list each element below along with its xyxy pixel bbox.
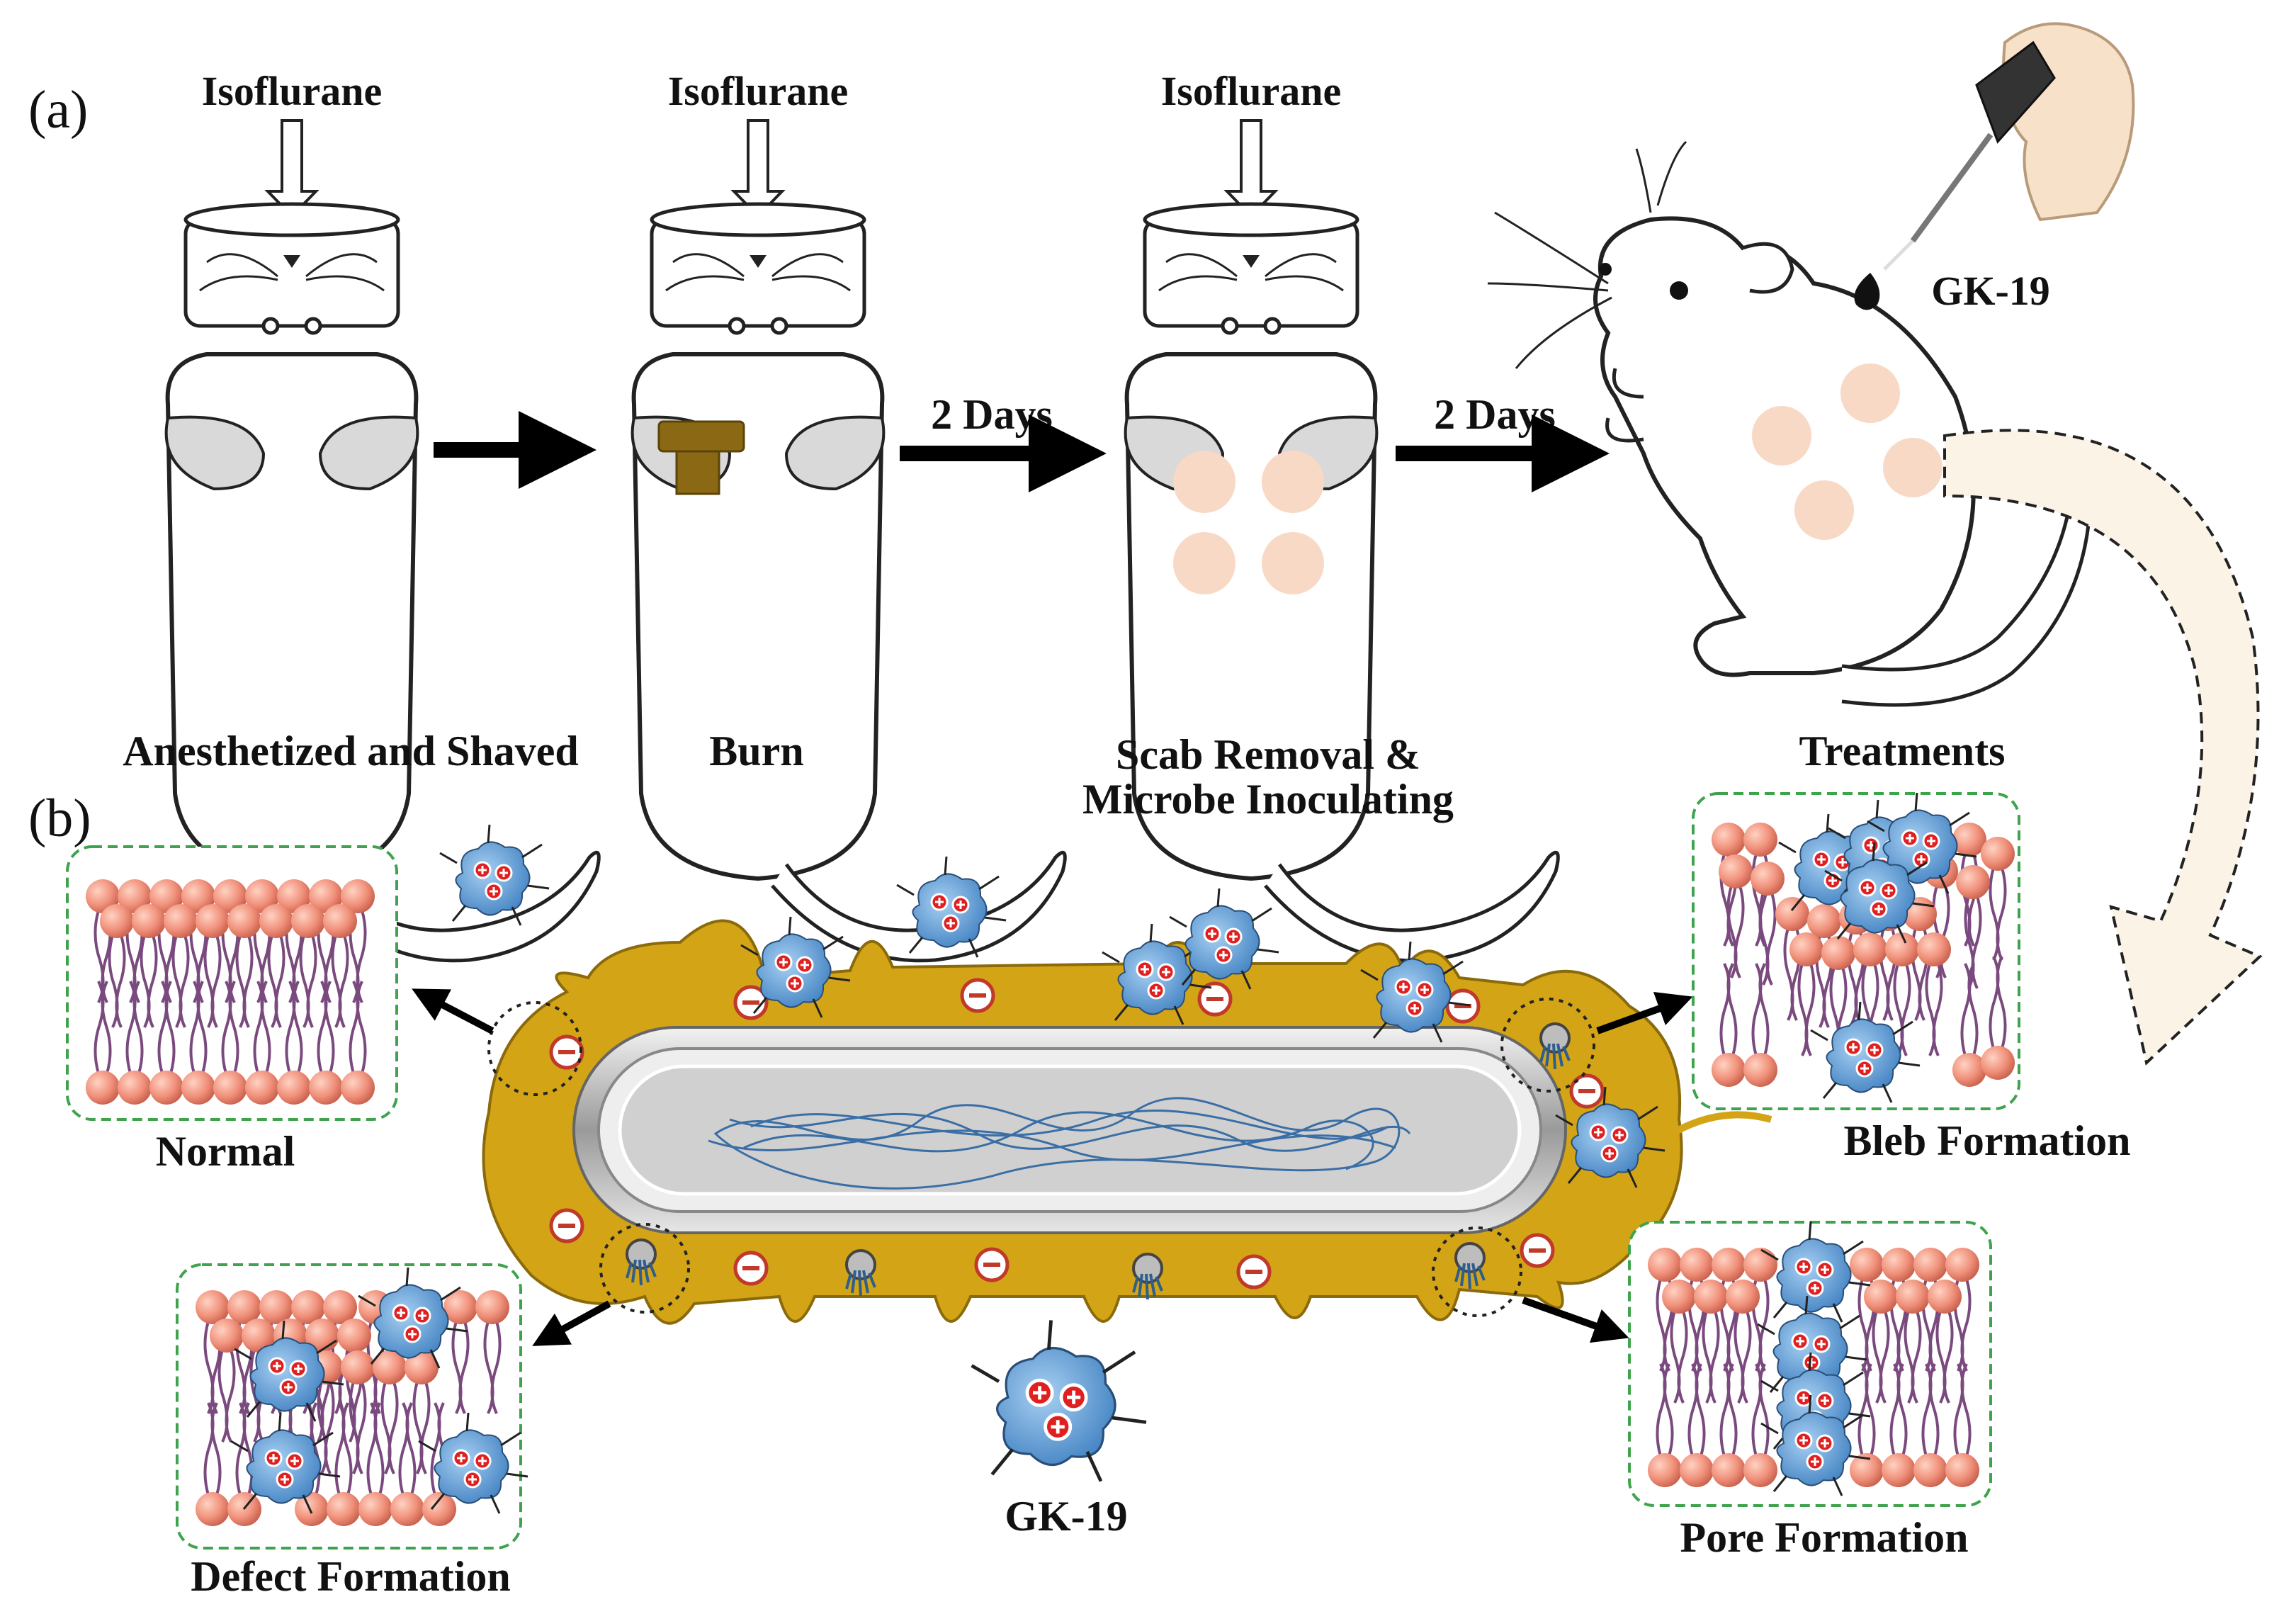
step-3-caption-line-2: Microbe Inoculating [1082,776,1454,823]
step-1-caption: Anesthetized and Shaved [123,728,578,774]
dna-nucleoid [708,1097,1411,1190]
membrane-defect-panel: Defect Formation [176,1263,529,1600]
burn-tool-icon [657,420,745,495]
step-2-gas-arrow [730,119,786,218]
membrane-normal-label: Normal [156,1128,295,1175]
step-1-gas-arrow [264,119,319,218]
step-1-gas-label: Isoflurane [202,68,383,114]
step-3-mouse: Isoflurane Scab Removal & Microbe Inocul… [1082,68,1558,961]
arrow-3-to-4: 2 Days [1396,391,1610,492]
step-2-gas-label: Isoflurane [668,68,849,114]
arrow-3-label: 2 Days [1434,391,1556,438]
membrane-pore-panel: Pore Formation [1628,1220,1992,1561]
peptide-label: GK-19 [1005,1493,1127,1540]
step-1-mouse: Isoflurane Anesthetized and Shaved [123,68,599,961]
membrane-pore-label: Pore Formation [1680,1514,1968,1561]
step-3-gas-arrow [1223,119,1279,218]
arrow-2-to-3: 2 Days [900,391,1107,492]
step-4-mouse: Treatments [1487,140,2092,774]
curved-dashed-arrow [1943,429,2263,1066]
step-2-mouse: Isoflurane Burn [633,68,1065,961]
treated-wound-spots [1752,363,1942,540]
step-3-gas-label: Isoflurane [1161,68,1342,114]
wound-spots [1173,451,1324,594]
step-3-caption-line-1: Scab Removal & [1116,731,1420,778]
bacterium-cell [482,919,1772,1325]
pipette-hand-icon: GK-19 [1854,22,2135,314]
membrane-bleb-panel: Bleb Formation [1692,791,2131,1164]
free-peptide: GK-19 [972,1320,1146,1540]
step-4-caption: Treatments [1799,728,2005,774]
membrane-bleb-label: Bleb Formation [1844,1117,2131,1164]
arrow-2-label: 2 Days [931,391,1053,438]
zoom-circles [487,998,1595,1317]
panel-a-label: (a) [28,80,88,140]
step-2-caption: Burn [709,728,803,774]
panel-b-label: (b) [28,789,91,848]
zoom-arrows [412,988,1693,1346]
membrane-defect-label: Defect Formation [191,1553,510,1600]
membrane-normal-panel: Normal [66,845,398,1175]
drug-label: GK-19 [1931,268,2050,314]
